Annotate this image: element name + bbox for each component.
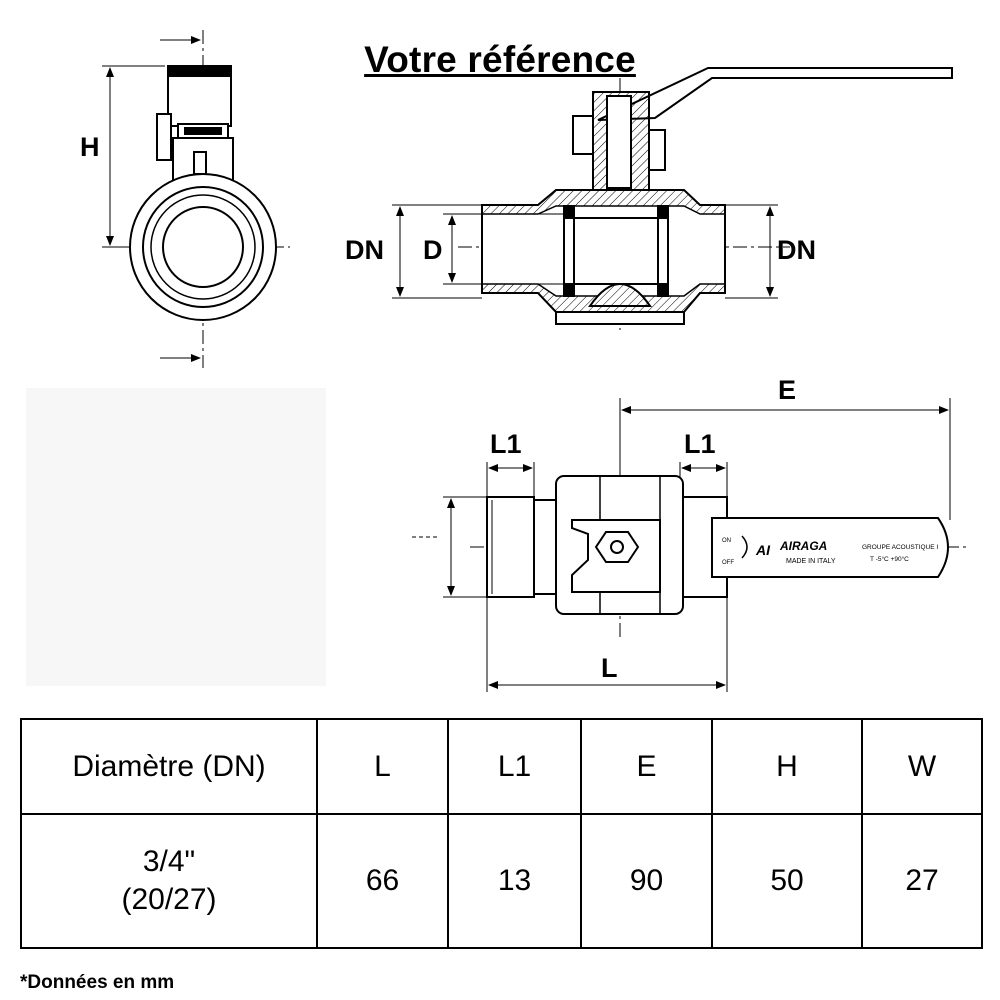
svg-text:OFF: OFF [722, 560, 734, 566]
section-view [392, 67, 953, 330]
dimension-h-label: H [80, 132, 100, 162]
table-header-row: Diamètre (DN) L L1 E H W [20, 718, 983, 815]
handle-logo-mark: AI [755, 542, 771, 558]
dimension-dn-right-label: DN [777, 235, 816, 265]
handle-made-text: MADE IN ITALY [786, 558, 836, 565]
image-placeholder-area [26, 388, 326, 686]
handle-brand-text: AIRAGA [779, 539, 827, 553]
dimension-d-label: D [423, 235, 443, 265]
page-title: Votre référence [364, 38, 636, 80]
dimensions-table: Diamètre (DN) L L1 E H W 3/4" (20/27) 66… [20, 718, 983, 949]
header-l1: L1 [447, 718, 582, 815]
units-footnote: *Données en mm [20, 972, 175, 993]
handle-markings: ON OFF AI AIRAGA MADE IN ITALY GROUPE AC… [722, 538, 938, 566]
header-w: W [861, 718, 983, 815]
end-view [102, 30, 290, 368]
handle-group-text: GROUPE ACOUSTIQUE I [862, 544, 938, 551]
handle-temp-text: T -5°C +90°C [870, 555, 909, 563]
dimension-l-lines [486, 597, 728, 692]
side-view [412, 398, 968, 640]
dimension-l1-left-label: L1 [490, 429, 522, 459]
cell-diameter: 3/4" (20/27) [20, 813, 318, 949]
dimension-l-label: L [601, 653, 618, 683]
header-h: H [711, 718, 863, 815]
table-row: 3/4" (20/27) 66 13 90 50 27 [20, 813, 983, 949]
cell-e: 90 [580, 813, 713, 949]
dimension-l1-right-label: L1 [684, 429, 716, 459]
cell-diameter-inch: 3/4" [142, 845, 196, 878]
cell-diameter-thread: (20/27) [121, 883, 217, 916]
valve-technical-drawing: H [26, 30, 968, 692]
cell-w: 27 [861, 813, 983, 949]
header-diameter: Diamètre (DN) [20, 718, 318, 815]
header-l: L [316, 718, 449, 815]
cell-l: 66 [316, 813, 449, 949]
dimension-dn-left-label: DN [345, 235, 384, 265]
cell-l1: 13 [447, 813, 582, 949]
cell-h: 50 [711, 813, 863, 949]
dimension-e-label: E [778, 375, 796, 405]
header-e: E [580, 718, 713, 815]
svg-text:ON: ON [722, 538, 731, 544]
